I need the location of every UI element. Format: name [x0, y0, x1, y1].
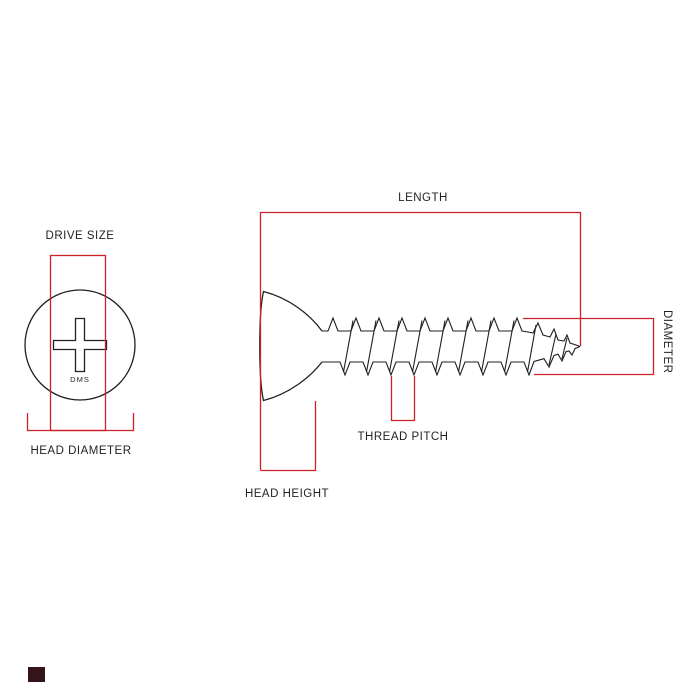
thread-helix-lines [342, 320, 568, 373]
head-diameter-bracket [26, 413, 135, 432]
drive-marking-text: DMS [70, 375, 90, 384]
phillips-cross-icon [52, 317, 108, 373]
diameter-label: DIAMETER [661, 310, 673, 374]
thread-pitch-bracket [390, 376, 416, 422]
corner-mark [28, 667, 45, 682]
thread-bottom-edge [322, 345, 581, 377]
drive-size-bracket [49, 254, 107, 432]
head-height-label: HEAD HEIGHT [244, 488, 330, 500]
screw-side-view [259, 290, 581, 402]
head-height-bracket [260, 401, 317, 472]
screw-head-front-view-circle [24, 289, 136, 401]
length-label: LENGTH [398, 192, 448, 204]
thread-pitch-label: THREAD PITCH [357, 431, 449, 443]
screw-head-profile [259, 290, 323, 402]
drive-size-label: DRIVE SIZE [45, 230, 115, 242]
head-diameter-label: HEAD DIAMETER [30, 445, 132, 457]
thread-top-edge [322, 316, 581, 348]
length-bracket [259, 211, 582, 471]
diameter-bracket [523, 317, 655, 376]
